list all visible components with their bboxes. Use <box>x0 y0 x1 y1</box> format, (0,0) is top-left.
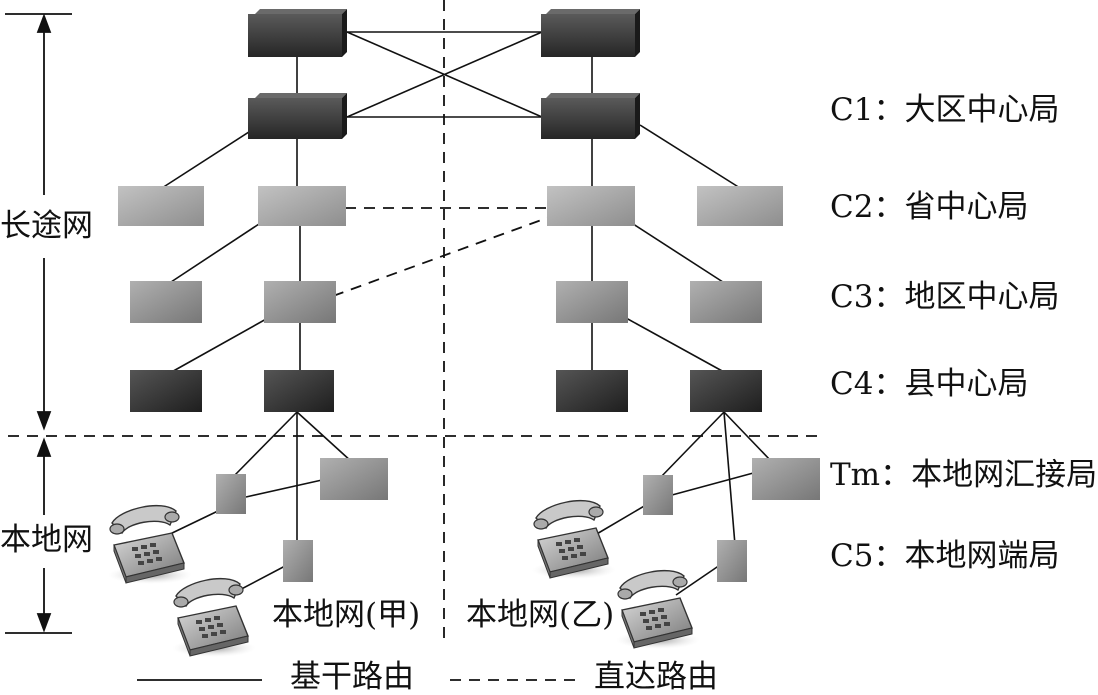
legend-dashed-label: 直达路由 <box>594 659 718 695</box>
level-c2: C2：省中心局 <box>830 192 1028 223</box>
level-name: 省中心局 <box>904 189 1029 225</box>
switch-c1-left-top <box>248 9 347 57</box>
label-long-distance: 长途网 <box>0 208 93 244</box>
switch-c2-2 <box>258 186 346 226</box>
switch-c2-4 <box>697 186 783 226</box>
switch-end-a2 <box>283 540 313 582</box>
telephone-icon <box>616 569 700 649</box>
switch-c3-1 <box>130 281 202 323</box>
level-name: 地区中心局 <box>904 279 1060 315</box>
switch-end-b2 <box>717 540 747 582</box>
level-c5: C5：本地网端局 <box>830 541 1059 572</box>
legend-solid-label: 基干路由 <box>290 659 414 695</box>
extent-arrows <box>5 13 72 634</box>
switch-c1-right-top <box>541 9 640 57</box>
level-separator: ： <box>873 92 905 128</box>
switch-c4-2 <box>264 370 334 412</box>
switch-c3-4 <box>690 281 762 323</box>
level-separator: ： <box>873 366 905 402</box>
telephone-icon <box>172 577 256 657</box>
level-code: C3 <box>830 279 874 315</box>
label-local-network: 本地网 <box>0 522 93 558</box>
level-code: C5 <box>830 538 874 574</box>
level-separator: ： <box>873 189 905 225</box>
switch-c2-3 <box>547 186 635 226</box>
switch-c3-2 <box>264 281 336 323</box>
switch-c1-right <box>541 93 640 139</box>
level-separator: ： <box>873 279 905 315</box>
switch-end-b1 <box>643 475 673 515</box>
level-c3: C3：地区中心局 <box>830 282 1059 313</box>
label-local-network-b: 本地网(乙) <box>466 597 615 633</box>
direct-routes <box>8 0 822 640</box>
level-code: Tm <box>830 457 881 493</box>
switch-c4-1 <box>130 370 202 412</box>
level-separator: ： <box>880 457 912 493</box>
switch-c2-1 <box>118 186 204 226</box>
level-code: C1 <box>830 92 874 128</box>
level-tm: Tm：本地网汇接局 <box>830 460 1097 491</box>
level-name: 县中心局 <box>904 366 1029 402</box>
switch-c3-3 <box>556 281 628 323</box>
backbone-routes <box>161 31 773 596</box>
telephone-icon <box>108 504 192 584</box>
switch-c1-left <box>248 93 347 139</box>
level-c4: C4：县中心局 <box>830 369 1028 400</box>
level-name: 大区中心局 <box>904 92 1060 128</box>
label-local-network-a: 本地网(甲) <box>272 597 421 633</box>
level-separator: ： <box>873 538 905 574</box>
switch-tm-a <box>320 458 388 500</box>
level-c1: C1：大区中心局 <box>830 95 1059 126</box>
telephone-icon <box>532 499 616 579</box>
level-code: C4 <box>830 366 874 402</box>
switch-tm-b <box>752 458 820 500</box>
switch-end-a1 <box>216 474 246 514</box>
switch-c4-3 <box>556 370 628 412</box>
level-name: 本地网汇接局 <box>911 457 1098 493</box>
switch-c4-4 <box>690 370 762 412</box>
level-code: C2 <box>830 189 874 225</box>
level-name: 本地网端局 <box>904 538 1060 574</box>
